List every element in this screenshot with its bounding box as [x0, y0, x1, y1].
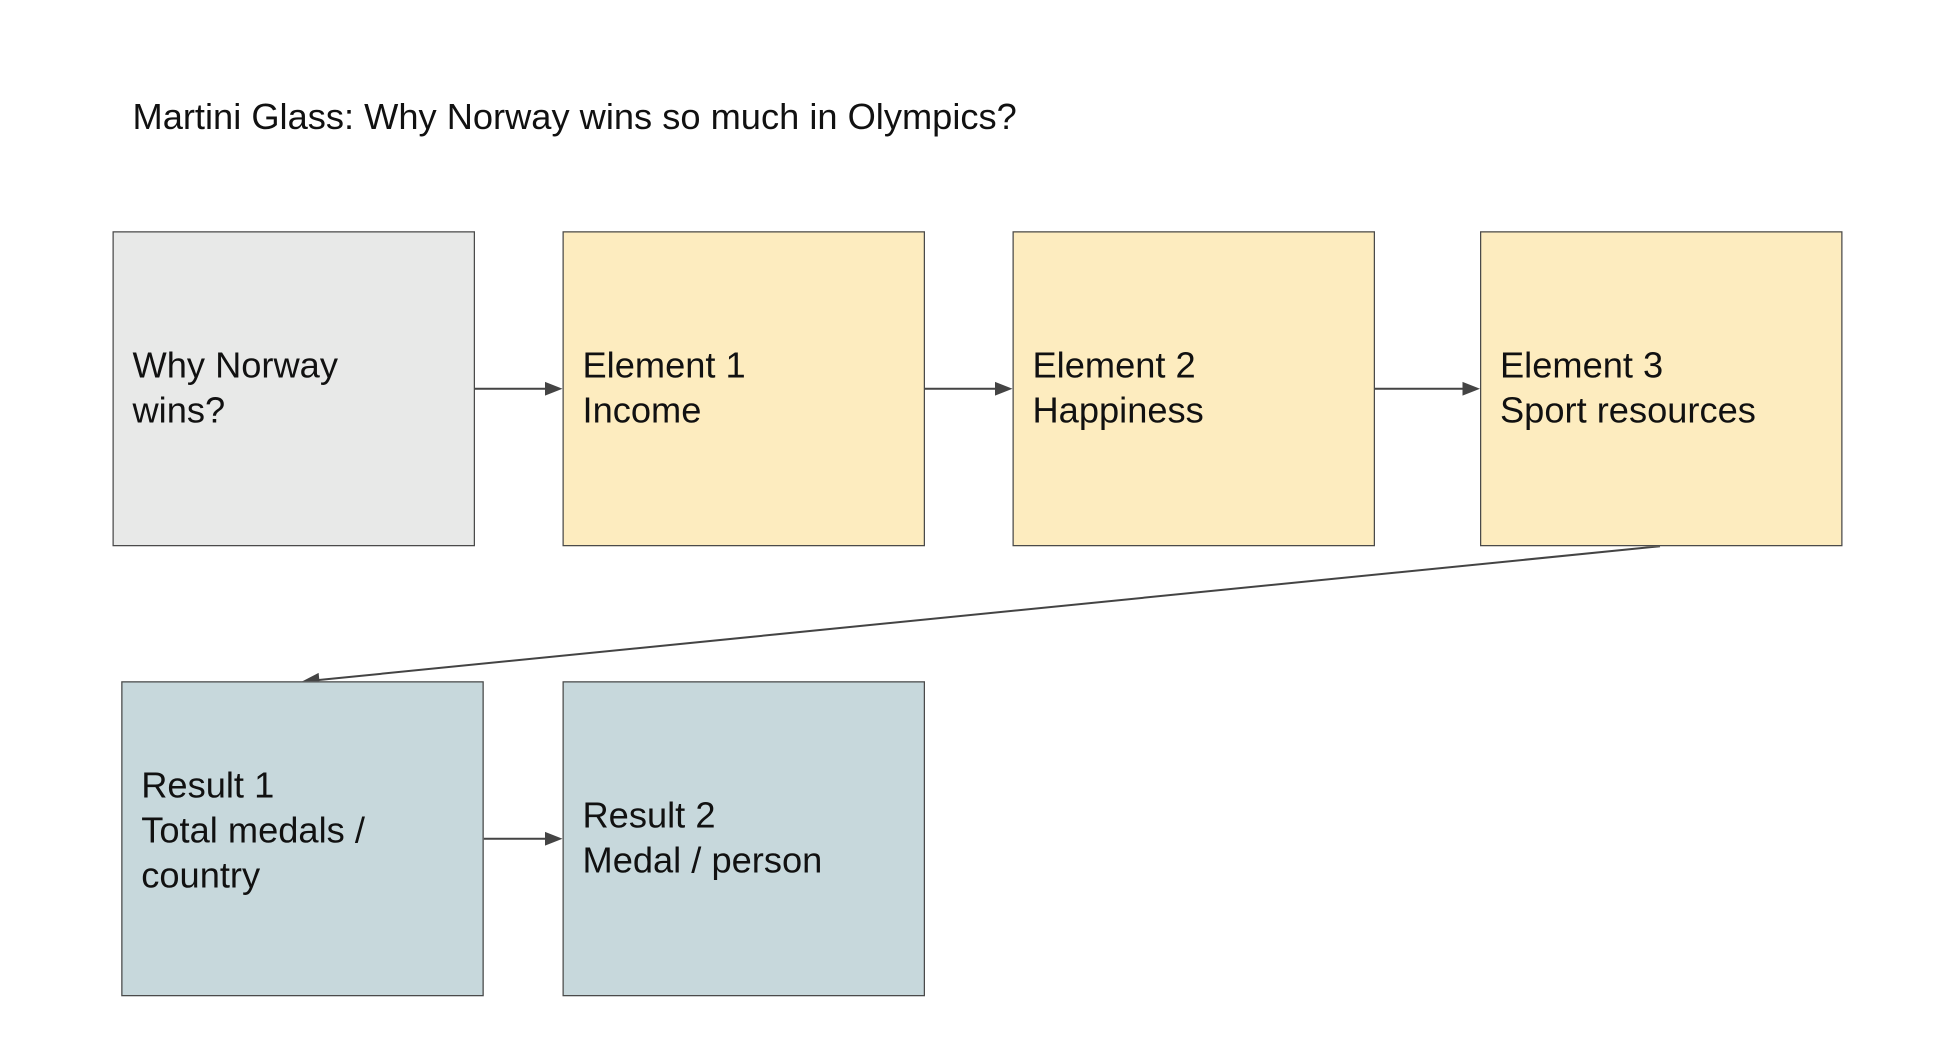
- node-element3-line2: Sport resources: [1500, 391, 1756, 432]
- arrow-question-to-element1: [475, 381, 563, 396]
- node-element2-line1: Element 2: [1032, 346, 1196, 387]
- node-element3: Element 3 Sport resources: [1480, 231, 1843, 547]
- node-result2-line2: Medal / person: [582, 841, 823, 882]
- node-result2-line1: Result 2: [582, 796, 716, 837]
- node-element3-line1: Element 3: [1500, 346, 1664, 387]
- node-question: Why Norway wins?: [112, 231, 475, 547]
- node-question-line2: wins?: [132, 391, 226, 432]
- arrow-element3-to-result1: [301, 545, 1661, 687]
- node-element2-line2: Happiness: [1032, 391, 1204, 432]
- node-result1: Result 1 Total medals / country: [121, 681, 484, 997]
- arrow-element2-to-element3: [1375, 381, 1480, 396]
- node-element1-line1: Element 1: [582, 346, 746, 387]
- arrow-result1-to-result2: [483, 831, 563, 846]
- node-element2: Element 2 Happiness: [1012, 231, 1375, 547]
- diagram-title: Martini Glass: Why Norway wins so much i…: [132, 97, 1017, 138]
- node-result1-line3: country: [141, 856, 261, 897]
- node-element1: Element 1 Income: [562, 231, 925, 547]
- node-element1-line2: Income: [582, 391, 702, 432]
- node-result2: Result 2 Medal / person: [562, 681, 925, 997]
- arrow-element1-to-element2: [925, 381, 1013, 396]
- node-result1-line2: Total medals /: [141, 811, 365, 852]
- node-question-line1: Why Norway: [132, 346, 338, 387]
- node-result1-line1: Result 1: [141, 766, 275, 807]
